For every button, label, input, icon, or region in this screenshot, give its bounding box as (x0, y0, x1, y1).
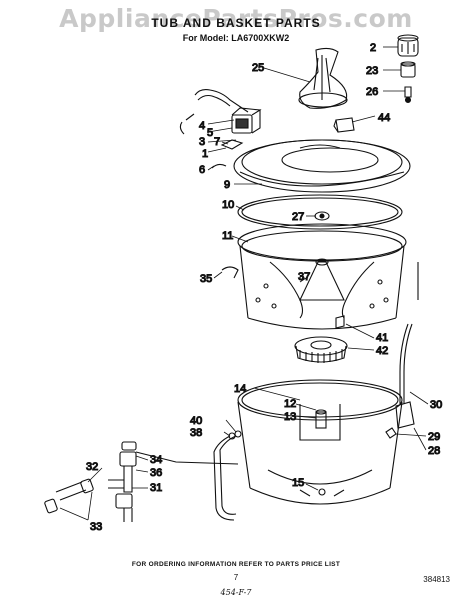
agitator-cap-stack (397, 34, 419, 104)
callout-9: 9 (224, 179, 230, 191)
callout-7: 7 (214, 136, 220, 148)
callout-34: 34 (150, 454, 162, 466)
callout-5: 5 (207, 127, 213, 139)
callout-27: 27 (292, 211, 304, 223)
hose-and-pump-assembly (179, 89, 262, 169)
callout-3: 3 (199, 136, 205, 148)
handwritten-note: 454-F-7 (220, 588, 252, 597)
drain-outlet-assembly (44, 441, 239, 522)
callout-6: 6 (199, 164, 205, 176)
callout-32: 32 (86, 461, 98, 473)
diagram-title: TUB AND BASKET PARTS (151, 16, 321, 30)
hub-and-drive-bell (294, 315, 348, 363)
callout-11: 11 (222, 230, 233, 242)
tub-ring (233, 139, 411, 193)
callout-35: 35 (200, 273, 212, 285)
callout-12: 12 (284, 398, 296, 410)
drain-hose-and-pump (385, 262, 419, 439)
callout-14: 14 (234, 383, 246, 395)
basket-clip (221, 266, 239, 279)
callout-25: 25 (252, 62, 264, 74)
callout-33: 33 (90, 521, 102, 533)
callout-26: 26 (366, 86, 378, 98)
wash-basket (237, 223, 407, 330)
leader-lines (59, 46, 429, 521)
callout-13: 13 (284, 411, 296, 423)
page-number: 7 (233, 573, 239, 582)
outer-tub (237, 379, 403, 505)
callout-23: 23 (366, 65, 378, 77)
cam-part (333, 117, 355, 133)
callout-labels: 2 23 26 25 44 4 5 3 1 7 6 9 10 27 11 35 … (85, 41, 442, 533)
callout-38: 38 (190, 427, 202, 439)
callout-15: 15 (292, 477, 304, 489)
callout-30: 30 (430, 399, 442, 411)
callout-36: 36 (150, 467, 162, 479)
callout-31: 31 (150, 482, 162, 494)
callout-41: 41 (376, 332, 388, 344)
callout-29: 29 (428, 431, 440, 443)
ordering-info-note: FOR ORDERING INFORMATION REFER TO PARTS … (131, 561, 341, 568)
document-number: 384813 (423, 575, 450, 584)
watermark: AppliancePartsPros.com (59, 4, 413, 33)
callout-28: 28 (428, 445, 440, 457)
callout-37: 37 (298, 271, 310, 283)
basket-seal-ring (237, 194, 403, 230)
agitator-drawing (298, 47, 348, 109)
callout-42: 42 (376, 345, 388, 357)
callout-10: 10 (222, 199, 234, 211)
callout-4: 4 (199, 120, 205, 132)
callout-2: 2 (370, 42, 376, 54)
fill-hose (213, 430, 242, 521)
callout-1: 1 (202, 148, 208, 160)
callout-40: 40 (190, 415, 202, 427)
model-line: For Model: LA6700XKW2 (182, 33, 290, 43)
callout-44: 44 (378, 112, 390, 124)
